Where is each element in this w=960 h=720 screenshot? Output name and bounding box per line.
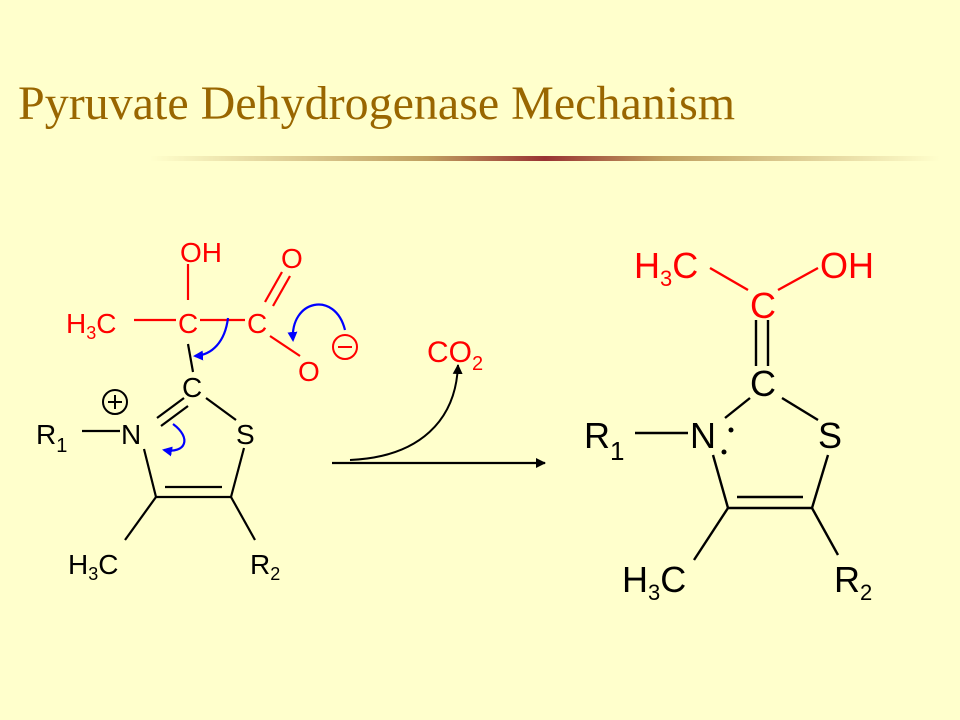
bond-c4-methyl xyxy=(124,496,157,541)
carboxylate-electron-arrow xyxy=(287,303,347,342)
reactant-ring-methyl-subscript: 3 xyxy=(88,564,98,584)
bond-n-c4-product xyxy=(711,454,730,509)
bond-c5-r2-product xyxy=(810,507,840,556)
reactant-structure: OH O H3C C C O C N S R1 H3C R2 xyxy=(36,237,358,584)
reactant-r1-subscript: 1 xyxy=(56,435,67,457)
reactant-methyl-h: H xyxy=(66,308,86,339)
bond-c2-s xyxy=(205,397,237,421)
reactant-methyl-c: C xyxy=(96,308,116,339)
product-nitrogen-label: N xyxy=(690,415,716,456)
product-ring-methyl-subscript: 3 xyxy=(648,580,660,605)
nitrogen-radical-dot-lower xyxy=(721,449,727,455)
reactant-hydroxyl-label: OH xyxy=(180,237,222,268)
product-structure: H3C OH C C N S R1 H3C R2 xyxy=(584,245,874,605)
title-underline xyxy=(150,156,940,161)
reactant-ring-c2-label: C xyxy=(182,372,202,403)
reactant-ring-methyl-label: H3C xyxy=(68,549,118,584)
bond-s-c5 xyxy=(229,447,246,498)
bond-n-c4 xyxy=(142,448,158,498)
bond-methyl-enol-product xyxy=(709,266,749,292)
bond-carboxyl-o-double-b xyxy=(272,275,291,307)
product-ring-c2-label: C xyxy=(750,363,776,404)
reactant-ring-methyl-c: C xyxy=(98,549,118,580)
product-ring-methyl-label: H3C xyxy=(622,559,686,605)
product-methyl-subscript: 3 xyxy=(660,266,672,291)
reactant-methyl-label: H3C xyxy=(66,308,116,343)
bond-n-c2-double-a xyxy=(156,397,185,419)
reactant-r1-label: R1 xyxy=(36,419,67,457)
product-enol-carbon-label: C xyxy=(750,285,776,326)
product-r1-label: R1 xyxy=(584,415,624,466)
product-r2-subscript: 2 xyxy=(860,580,872,605)
reactant-nitrogen-label: N xyxy=(121,419,141,450)
product-r1-main: R xyxy=(584,415,610,456)
reaction-arrow-group: CO2 xyxy=(332,336,546,468)
reactant-carboxyl-carbon-label: C xyxy=(247,308,267,339)
bond-carboxyl-o-double-a xyxy=(264,271,283,303)
co2-subscript: 2 xyxy=(472,353,483,375)
bond-alpha-c2 xyxy=(186,343,195,373)
reactant-alpha-carbon-label: C xyxy=(178,308,198,339)
bond-carboxyl-o-single xyxy=(269,335,301,357)
carbon-dioxide-label: CO2 xyxy=(427,336,483,375)
product-methyl-label: H3C xyxy=(634,245,698,291)
reactant-r1-main: R xyxy=(36,419,56,450)
reactant-methyl-subscript: 3 xyxy=(86,323,96,343)
product-r2-main: R xyxy=(834,559,860,600)
slide-title: Pyruvate Dehydrogenase Mechanism xyxy=(18,77,736,130)
reactant-ring-methyl-h: H xyxy=(68,549,88,580)
reactant-substrate-bonds xyxy=(134,264,301,357)
reactant-r2-main: R xyxy=(250,549,270,580)
product-r1-subscript: 1 xyxy=(610,436,624,466)
reactant-carbonyl-oxygen-label: O xyxy=(281,243,303,274)
product-ring-methyl-h: H xyxy=(622,559,648,600)
product-substrate-bonds xyxy=(709,266,819,292)
carboxylate-negative-charge-icon xyxy=(332,334,358,360)
co2-release-arrow xyxy=(349,364,463,461)
bond-n-c2-product xyxy=(724,397,751,419)
product-ring-bonds xyxy=(635,320,840,561)
reactant-carboxylate-oxygen-label: O xyxy=(298,356,320,387)
nitrogen-positive-charge-icon xyxy=(102,389,128,415)
bond-s-c5-product xyxy=(810,454,830,509)
bond-c5-r2 xyxy=(230,496,256,541)
nitrogen-radical-dot-upper xyxy=(728,427,734,433)
reactant-r2-subscript: 2 xyxy=(270,564,280,584)
electron-pushing-arrows xyxy=(162,303,347,457)
product-hydroxyl-label: OH xyxy=(820,245,874,286)
bond-c2-s-product xyxy=(781,396,819,422)
product-ring-methyl-c: C xyxy=(660,559,686,600)
iminium-electron-arrow xyxy=(162,423,186,457)
reactant-sulfur-label: S xyxy=(236,419,255,450)
co2-main: CO xyxy=(427,336,472,369)
product-sulfur-label: S xyxy=(818,415,842,456)
bond-n-c2-double-b xyxy=(160,405,189,427)
reactant-r2-label: R2 xyxy=(250,549,280,584)
bond-enol-oh-product xyxy=(777,266,819,292)
product-methyl-h: H xyxy=(634,245,660,286)
reactant-ring-bonds xyxy=(82,343,256,541)
decarboxylation-bond-arrow xyxy=(193,317,230,361)
product-methyl-c: C xyxy=(672,245,698,286)
product-r2-label: R2 xyxy=(834,559,872,605)
bond-c4-methyl-product xyxy=(692,507,730,561)
